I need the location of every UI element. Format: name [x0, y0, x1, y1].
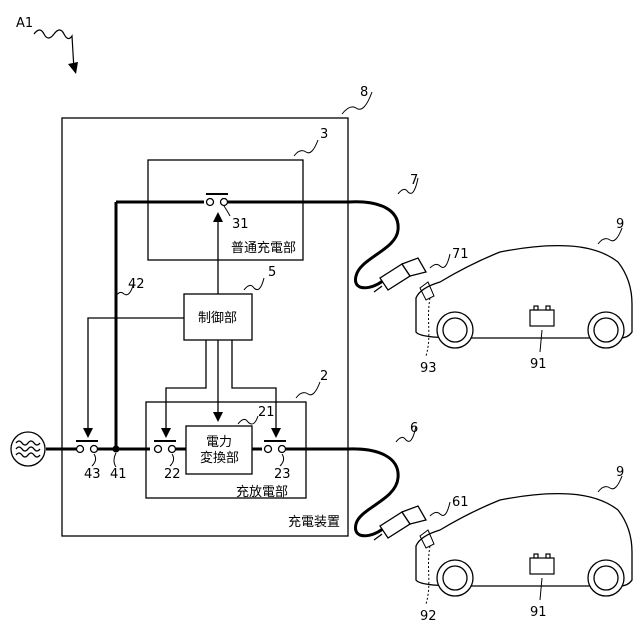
leader-3	[294, 140, 318, 156]
ref-3: 3	[320, 127, 328, 142]
leader-61	[430, 502, 450, 516]
switch-31	[206, 194, 228, 206]
ref-23: 23	[274, 467, 291, 482]
ac-source-icon	[11, 432, 45, 466]
leader-71	[430, 254, 450, 268]
figure-pointer-head	[68, 62, 78, 74]
charging-plug-icon	[374, 258, 426, 292]
leader-21	[238, 416, 258, 424]
leader-2	[296, 382, 320, 398]
power-converter-label-1: 電力	[206, 435, 232, 450]
battery-icon	[530, 306, 554, 326]
ref-91-bottom: 91	[530, 605, 547, 620]
ref-93: 93	[420, 361, 437, 376]
ref-31: 31	[232, 217, 249, 232]
node-41-dot	[113, 446, 120, 453]
charging-device-box	[62, 118, 348, 536]
control-unit-label: 制御部	[198, 311, 237, 326]
leader-91-top	[540, 330, 542, 352]
charge-discharge-unit-label: 充放電部	[236, 484, 288, 500]
leader-91-bottom	[540, 578, 542, 600]
ref-2: 2	[320, 369, 328, 384]
ref-8: 8	[360, 85, 368, 100]
battery-icon	[530, 554, 554, 574]
power-converter-box	[186, 426, 252, 474]
switch-23	[264, 441, 286, 453]
switch-22	[154, 441, 176, 453]
ref-21: 21	[258, 405, 275, 420]
ref-42: 42	[128, 277, 145, 292]
power-converter-label-2: 変換部	[200, 450, 239, 466]
ref-43: 43	[84, 467, 101, 482]
charging-device-label: 充電装置	[288, 514, 340, 530]
leader-43	[92, 454, 96, 466]
ref-71: 71	[452, 247, 469, 262]
switch-43	[76, 441, 98, 453]
ref-9-bottom: 9	[616, 465, 624, 480]
ref-5: 5	[268, 265, 276, 280]
leader-22	[170, 454, 174, 466]
leader-5	[244, 278, 264, 290]
figure-label: A1	[16, 16, 33, 31]
normal-charging-unit-label: 普通充電部	[231, 240, 296, 256]
leader-23	[280, 454, 284, 466]
ref-6: 6	[410, 421, 418, 436]
leader-31	[224, 206, 230, 216]
ref-22: 22	[164, 467, 181, 482]
ref-91-top: 91	[530, 357, 547, 372]
ref-92: 92	[420, 609, 437, 624]
leader-92	[426, 546, 430, 604]
charging-plug-icon	[374, 506, 426, 540]
leader-93	[426, 298, 430, 356]
ref-7: 7	[410, 173, 418, 188]
ref-61: 61	[452, 495, 469, 510]
leader-41	[114, 453, 116, 467]
ref-9-top: 9	[616, 217, 624, 232]
ref-41: 41	[110, 467, 127, 482]
